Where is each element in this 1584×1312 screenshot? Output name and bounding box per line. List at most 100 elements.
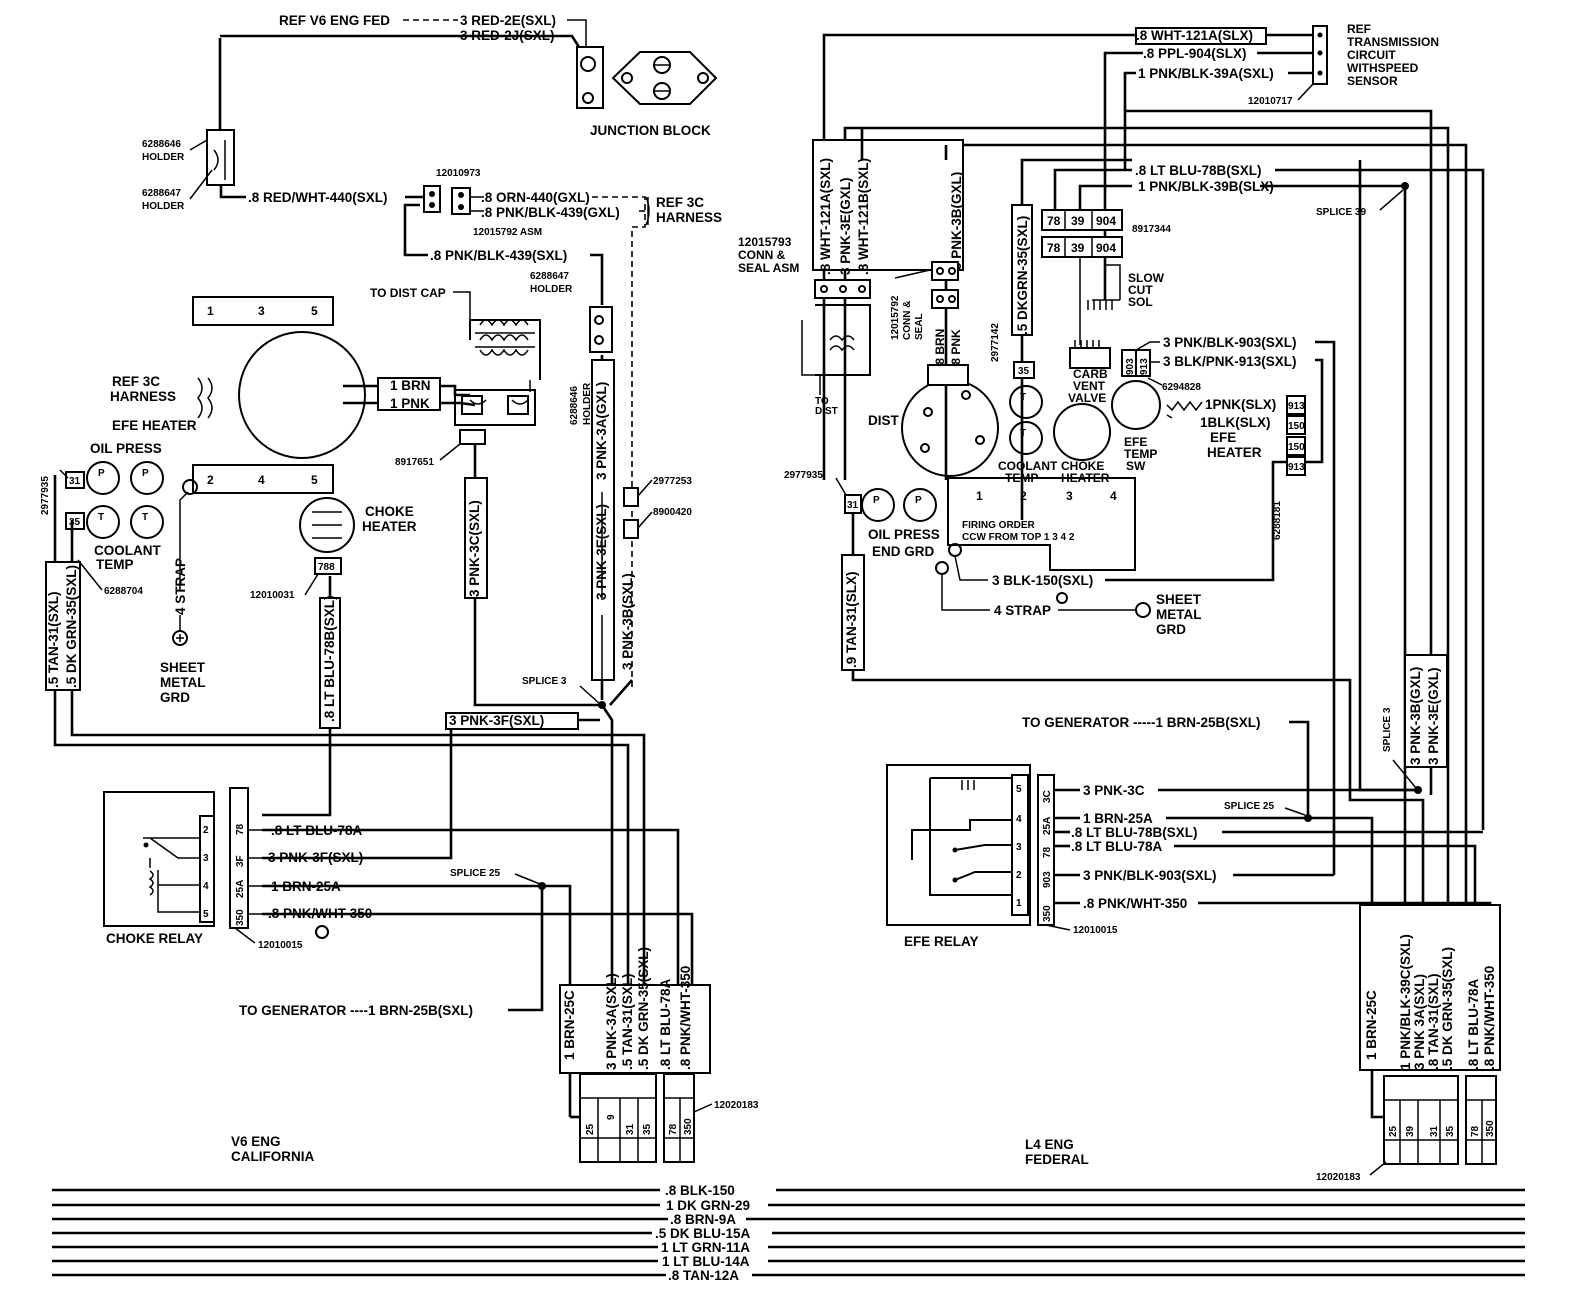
wire-1blk-l4-label: 1BLK(SLX) bbox=[1200, 415, 1271, 430]
relay-cav-350: 350 bbox=[235, 909, 246, 926]
conn-bottom-v6-3: 35 bbox=[642, 1123, 653, 1135]
wire-red-2e bbox=[567, 19, 587, 58]
wire-pnk-blk-439-sxl-label: .8 PNK/BLK-439(SXL) bbox=[430, 248, 567, 263]
sheet-metal-grd-v6-1: SHEET bbox=[160, 660, 206, 675]
coolant-temp-v6-b: TEMP bbox=[96, 557, 134, 572]
wire-pnk-blk-439-b bbox=[590, 253, 604, 305]
wire-pnk-blk-903-label: 3 PNK/BLK-903(SXL) bbox=[1163, 335, 1297, 350]
part-12020183-l4-label: 12020183 bbox=[1316, 1172, 1361, 1183]
conn-bottom-v6-2: 31 bbox=[625, 1123, 636, 1135]
wire-pnk-blk-39b-a bbox=[1078, 184, 1132, 210]
wire-brn-25a-l4-label: 1 BRN-25A bbox=[1083, 811, 1153, 826]
connector-12015793 bbox=[814, 279, 871, 299]
wire-wht-121a-top-label: .8 WHT-121A(SLX) bbox=[1136, 28, 1253, 43]
wire-red-wht-440-label: .8 RED/WHT-440(SXL) bbox=[248, 190, 388, 205]
wire-1-pnk-label: 1 PNK bbox=[390, 396, 430, 411]
wire-pnk-3a-bottom bbox=[600, 704, 614, 1085]
ref-trans-1: REF bbox=[1347, 22, 1371, 36]
bot-w1-v6: 3 PNK-3A(SXL) bbox=[604, 973, 619, 1070]
dashed-ref-3c-wire bbox=[592, 196, 646, 690]
connector-150 bbox=[1286, 415, 1306, 435]
holder-6288647-b bbox=[589, 306, 613, 353]
conn-seal-1: 12015793 bbox=[738, 235, 792, 249]
dist-label: DIST bbox=[868, 413, 900, 428]
connector-35-v6 bbox=[65, 512, 85, 530]
conn-bottom-l4-1: 39 bbox=[1405, 1125, 1416, 1137]
junction-block bbox=[576, 46, 718, 109]
oil-press-sensor-2 bbox=[130, 461, 164, 495]
holder-6288646-word: HOLDER bbox=[142, 152, 185, 163]
wire-wht-121b-v-label: .8 WHT-121B(SXL) bbox=[856, 158, 871, 275]
wire-ppl-904-label: .8 PPL-904(SLX) bbox=[1143, 46, 1247, 61]
svg-text:P: P bbox=[98, 468, 105, 479]
junction-block-label: JUNCTION BLOCK bbox=[590, 123, 711, 138]
wire-dkgrn-35-v6-label: .5 DK GRN-35(SXL) bbox=[64, 565, 79, 688]
connector-913b bbox=[1286, 395, 1306, 415]
v6-subtitle: CALIFORNIA bbox=[231, 1149, 314, 1164]
holder3-num-label: 6288646 bbox=[569, 386, 580, 425]
wire-ltblu-78a-l4-label: .8 LT BLU-78A bbox=[1071, 839, 1163, 854]
ref-trans-4: WITHSPEED bbox=[1347, 61, 1419, 75]
efe-relay-pin-1: 1 bbox=[1016, 898, 1022, 909]
bus-label-6: 1 LT BLU-14A bbox=[662, 1254, 750, 1269]
to-generator-v6-label: TO GENERATOR ----1 BRN-25B(SXL) bbox=[239, 1003, 473, 1018]
conn-bottom-l4-3: 35 bbox=[1445, 1125, 1456, 1137]
ground-strap-v6 bbox=[179, 491, 189, 590]
efe-term-4: 4 bbox=[258, 473, 265, 487]
connector-8917344-b bbox=[1041, 236, 1123, 258]
bus-label-2: 1 DK GRN-29 bbox=[666, 1198, 750, 1213]
wire-right-3 bbox=[944, 143, 1468, 965]
bottom-bus: .8 BLK-150 1 DK GRN-29 .8 BRN-9A .5 DK B… bbox=[52, 1183, 1525, 1283]
firing-order-1: FIRING ORDER bbox=[962, 520, 1036, 531]
conn-a-1: 39 bbox=[1071, 214, 1085, 228]
wire-dkgrn-35-v-label: .5 DKGRN-35(SXL) bbox=[1015, 216, 1030, 335]
efe-temp-switch bbox=[1111, 380, 1161, 430]
wire-pnk-wht-350-v6-label: .8 PNK/WHT-350 bbox=[268, 906, 372, 921]
to-dist-2: DIST bbox=[815, 406, 838, 417]
wire-pnk-3f-v6-label: 3 PNK-3F(SXL) bbox=[268, 850, 363, 865]
efe-term-5b: 5 bbox=[311, 473, 318, 487]
carb-vent-1: CARB bbox=[1073, 367, 1108, 381]
conn-a-2: 904 bbox=[1096, 214, 1116, 228]
conn-b-1: 39 bbox=[1071, 241, 1085, 255]
bot-w5-l4: .8 LT BLU-78A bbox=[1466, 978, 1481, 1070]
part-2977935-v6: 2977935 bbox=[40, 476, 51, 515]
oil-press-sensor-l4-a bbox=[861, 488, 895, 522]
bus-label-7: .8 TAN-12A bbox=[668, 1268, 739, 1283]
connector-8917651 bbox=[459, 429, 486, 445]
sheet-l4-1: SHEET bbox=[1156, 592, 1202, 607]
bot-w6-l4: .8 PNK/WHT-350 bbox=[1482, 966, 1497, 1070]
wire-pnk-3e-v-label: 3 PNK-3E(GXL) bbox=[838, 177, 853, 275]
connector-12015792 bbox=[451, 187, 471, 215]
v6-california-section: REF V6 ENG FED 3 RED-2E(SXL) 3 RED-2J(SX… bbox=[40, 13, 759, 1164]
conn-bottom-v6-0: 25 bbox=[585, 1123, 596, 1135]
ref-3c-harness-label: HARNESS bbox=[656, 210, 722, 225]
strap-l4-label: 4 STRAP bbox=[994, 603, 1051, 618]
coolant-sensor-2 bbox=[130, 505, 164, 539]
wire-pnk-blk-39b-b bbox=[1260, 184, 1407, 965]
coolant-sensor-1 bbox=[86, 505, 120, 539]
conn-903-label: 903 bbox=[1125, 358, 1136, 375]
wire-pnk-3b-v-label: 3 PNK-3B(GXL) bbox=[949, 172, 964, 270]
holder-6288647-word: HOLDER bbox=[142, 201, 185, 212]
wire-red-wht-440-a bbox=[219, 185, 246, 199]
choke-relay bbox=[103, 791, 215, 927]
wire-dkgrn-35-l4 bbox=[1020, 158, 1132, 520]
connector-788 bbox=[314, 557, 342, 575]
bot-w2-v6: .5 TAN-31(SXL) bbox=[620, 973, 635, 1070]
splice-39-label: SPLICE 39 bbox=[1316, 207, 1366, 218]
firing-order-2: CCW FROM TOP 1 3 4 2 bbox=[962, 532, 1075, 543]
efe-term-5: 5 bbox=[311, 304, 318, 318]
conn-seal-b2: CONN & bbox=[902, 301, 913, 340]
wire-ltblu-78b-l4-b bbox=[1275, 168, 1485, 830]
efe-relay-cav-903: 903 bbox=[1042, 871, 1053, 888]
wire-pnk-wht-350-l4-label: .8 PNK/WHT-350 bbox=[1083, 896, 1187, 911]
to-generator-l4-label: TO GENERATOR -----1 BRN-25B(SXL) bbox=[1022, 715, 1261, 730]
splice-25-v6-label: SPLICE 25 bbox=[450, 868, 500, 879]
ref-3c-label: REF 3C bbox=[656, 195, 704, 210]
svg-text:3: 3 bbox=[203, 853, 209, 864]
holder2-num-label: 6288647 bbox=[530, 271, 569, 282]
wire-8brn-label: .8 BRN bbox=[933, 329, 947, 368]
oil-press-v6-label: OIL PRESS bbox=[90, 441, 162, 456]
connector-35-l4 bbox=[1013, 361, 1035, 379]
